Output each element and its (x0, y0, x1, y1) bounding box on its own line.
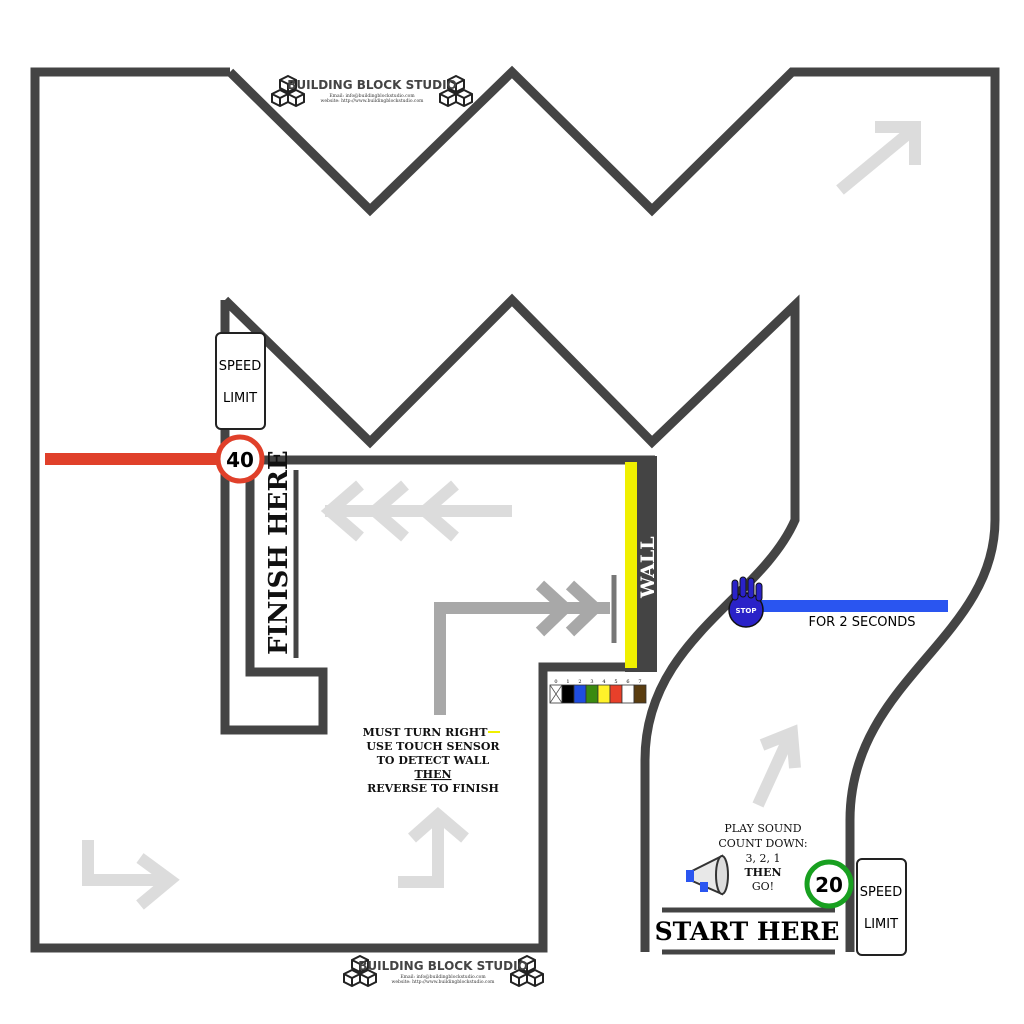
wall-label: WALL (637, 536, 659, 599)
speed-value: 20 (815, 873, 843, 897)
stop-note: FOR 2 SECONDS (808, 615, 915, 630)
instruction-line: REVERSE TO FINISH (367, 782, 499, 795)
megaphone-icon (686, 854, 729, 896)
color-index: 6 (626, 679, 629, 685)
brand-name: BUILDING BLOCK STUDIO (358, 959, 528, 973)
stop-label: STOP (736, 607, 757, 615)
speed-20-sign (804, 859, 854, 909)
color-index: 5 (614, 679, 617, 685)
brand-website: website: http://www.buildingblockstudio.… (321, 98, 425, 104)
instruction-line: THEN (414, 768, 451, 781)
brand-name: BUILDING BLOCK STUDIO (287, 78, 457, 92)
speed-value: 40 (226, 448, 254, 472)
color-index: 2 (578, 679, 581, 685)
color-index: 4 (602, 679, 605, 685)
color-index: 3 (590, 679, 593, 685)
color-swatch (597, 684, 611, 704)
sound-line: COUNT DOWN: (718, 837, 807, 850)
speed-40-sign (215, 434, 265, 484)
sound-line: THEN (744, 866, 781, 879)
speed-limit-text: LIMIT (864, 917, 898, 932)
start-label: START HERE (655, 917, 840, 946)
speed-limit-sign-bottom (856, 858, 907, 956)
brand-website: website: http://www.buildingblockstudio.… (392, 979, 496, 985)
color-swatch (633, 684, 647, 704)
stop-hand-icon: STOP (728, 576, 764, 628)
speed-limit-text: LIMIT (223, 391, 257, 406)
color-swatch (621, 684, 635, 704)
inner-zigzag (221, 293, 800, 952)
brand-email: Email: info@buildingblockstudio.com (329, 92, 415, 99)
sound-line: PLAY SOUND (724, 822, 801, 835)
no-color-mark (549, 684, 563, 704)
direction-arrows (82, 121, 921, 910)
color-swatch (561, 684, 575, 704)
instruction-line: TO DETECT WALL (377, 754, 490, 767)
finish-label: FINISH HERE (264, 450, 294, 655)
instruction-line: USE TOUCH SENSOR (366, 740, 500, 753)
color-swatch (585, 684, 599, 704)
brand-email: Email: info@buildingblockstudio.com (400, 973, 486, 980)
speed-limit-text: SPEED (860, 885, 903, 900)
outer-zigzag (226, 65, 1000, 952)
color-index: 7 (638, 679, 641, 685)
speed-limit-sign-top (215, 332, 266, 430)
instruction-line: MUST TURN RIGHT (363, 726, 489, 739)
sound-line: 3, 2, 1 (746, 852, 781, 865)
color-swatch (609, 684, 623, 704)
logo-bottom: BUILDING BLOCK STUDIO Email: info@buildi… (344, 956, 543, 986)
color-swatch (573, 684, 587, 704)
color-key: 0 1 2 3 4 5 6 7 (549, 679, 647, 704)
outer-wall (30, 67, 655, 953)
wall-yellow-strip (625, 462, 637, 668)
instructions: MUST TURN RIGHT USE TOUCH SENSOR TO DETE… (363, 726, 501, 795)
sound-line: GO! (752, 880, 774, 893)
color-index: 1 (566, 679, 569, 685)
speed-limit-text: SPEED (219, 359, 262, 374)
logo-top: BUILDING BLOCK STUDIO Email: info@buildi… (272, 76, 472, 106)
color-index: 0 (554, 679, 557, 685)
